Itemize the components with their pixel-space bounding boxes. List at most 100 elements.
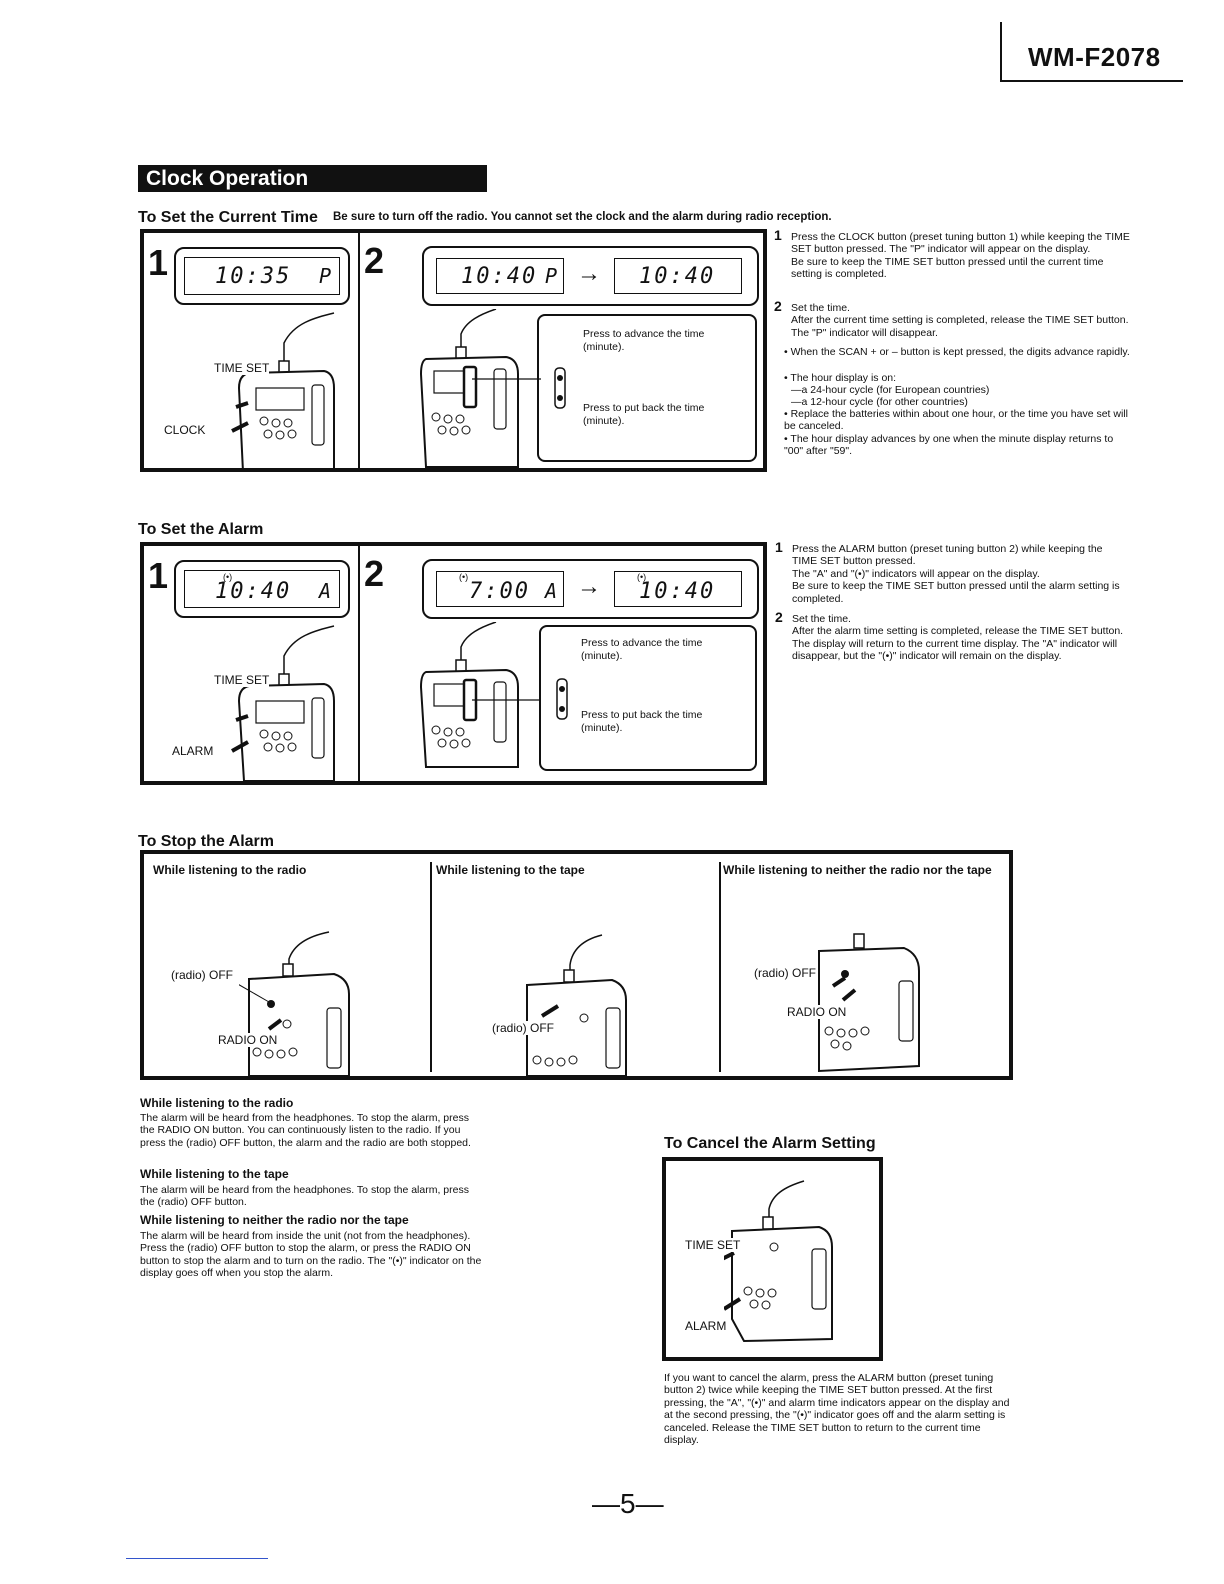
column-divider xyxy=(430,862,432,1072)
set-time-step-2: 2 Set the time. After the current time s… xyxy=(774,299,1131,339)
callout-advance-text: Press to advance the time (minute). xyxy=(581,637,703,662)
walkman-illustration xyxy=(526,934,627,1076)
lcd-display: 10:40 P xyxy=(436,258,564,294)
label-alarm: ALARM xyxy=(685,1319,727,1333)
header-rule-horizontal xyxy=(1000,80,1183,82)
header-rule-vertical xyxy=(1000,22,1002,82)
lcd-time: 10:40 xyxy=(461,264,538,289)
para-text: The alarm will be heard from inside the … xyxy=(140,1230,482,1280)
callout-advance-text: Press to advance the time (minute). xyxy=(583,328,705,353)
lcd-frame: (•) 10:40 A xyxy=(174,560,350,618)
step-text: Press the CLOCK button (preset tuning bu… xyxy=(791,231,1130,256)
model-number: WM-F2078 xyxy=(1028,42,1161,72)
set-alarm-heading: To Set the Alarm xyxy=(138,521,264,538)
lcd-indicator-p: P xyxy=(545,264,558,288)
column-heading: While listening to the radio xyxy=(153,863,307,877)
walkman-illustration xyxy=(231,625,335,781)
step-text: Set the time. xyxy=(791,302,850,314)
step-number: 2 xyxy=(775,609,783,625)
time-callout: Press to advance the time (minute). Pres… xyxy=(537,314,757,462)
lcd-time: 10:40 xyxy=(639,264,716,289)
walkman-illustration xyxy=(818,933,920,1073)
step-text: Be sure to keep the TIME SET button pres… xyxy=(792,580,1120,605)
bullet-item: • The hour display is on: xyxy=(784,372,897,384)
lcd-display: 10:40 xyxy=(614,258,742,294)
step-number: 2 xyxy=(774,298,782,314)
lcd-display: (•) 10:40 A xyxy=(184,570,340,608)
lcd-indicator-a: A xyxy=(319,579,332,603)
lcd-time: 10:40 xyxy=(215,579,292,604)
lcd-display: 10:35 P xyxy=(184,257,340,295)
set-time-panel: 1 10:35 P TIME SET CLOCK 2 10:40 P → 10:… xyxy=(140,229,767,472)
label-clock: CLOCK xyxy=(164,423,206,437)
step-text: Set the time. xyxy=(792,613,851,625)
step-text: Be sure to keep the TIME SET button pres… xyxy=(791,255,1104,281)
lcd-frame: (•) 7:00 A → (•) 10:40 xyxy=(422,559,759,619)
lcd-display: (•) 7:00 A xyxy=(436,571,564,607)
step-number: 1 xyxy=(148,555,169,596)
para-heading: While listening to the tape xyxy=(140,1167,289,1181)
cancel-alarm-panel: TIME SET ALARM xyxy=(662,1157,883,1361)
step-number: 2 xyxy=(364,240,385,281)
lcd-indicator-p: P xyxy=(319,264,332,288)
walkman-illustration xyxy=(419,309,541,468)
label-radio-off: (radio) OFF xyxy=(492,1021,555,1035)
step-number: 1 xyxy=(774,227,782,243)
column-heading: While listening to neither the radio nor… xyxy=(723,863,992,877)
label-radio-off: (radio) OFF xyxy=(171,968,234,982)
bullet-item: • Replace the batteries within about one… xyxy=(784,408,1128,433)
scan-button-icon xyxy=(556,678,568,720)
step-text: After the current time setting is comple… xyxy=(791,314,1129,339)
lcd-time: 10:35 xyxy=(215,264,292,289)
bullet-item: • The hour display advances by one when … xyxy=(784,433,1114,458)
step-text: After the alarm time setting is complete… xyxy=(792,625,1124,663)
walkman-illustration xyxy=(724,1180,833,1343)
column-divider xyxy=(719,862,721,1072)
set-alarm-step-2: 2 Set the time. After the alarm time set… xyxy=(775,610,1130,663)
section-title: Clock Operation xyxy=(138,165,487,192)
label-alarm: ALARM xyxy=(172,744,214,758)
walkman-illustration xyxy=(239,931,350,1076)
step-number: 2 xyxy=(364,553,385,594)
column-heading: While listening to the tape xyxy=(436,863,585,877)
arrow-icon: → xyxy=(577,573,601,600)
arrow-icon: → xyxy=(577,260,601,287)
alarm-indicator-icon: (•) xyxy=(459,572,469,582)
bullet-subitem: —a 12-hour cycle (for other countries) xyxy=(791,396,968,408)
panel-divider xyxy=(358,233,360,468)
lcd-frame: 10:35 P xyxy=(174,247,350,305)
page-number: —5— xyxy=(592,1488,664,1519)
set-time-heading: To Set the Current Time xyxy=(138,209,318,226)
step-text: Press the ALARM button (preset tuning bu… xyxy=(792,543,1103,568)
para-heading: While listening to neither the radio nor… xyxy=(140,1213,409,1227)
label-radio-off: (radio) OFF xyxy=(754,966,817,980)
set-time-step-1: 1 Press the CLOCK button (preset tuning … xyxy=(774,228,1131,281)
label-radio-on: RADIO ON xyxy=(787,1005,847,1019)
walkman-illustration xyxy=(231,312,335,468)
para-heading: While listening to the radio xyxy=(140,1096,294,1110)
label-radio-on: RADIO ON xyxy=(218,1033,278,1047)
bullet-subitem: —a 24-hour cycle (for European countries… xyxy=(791,384,990,396)
label-time-set: TIME SET xyxy=(214,361,270,375)
step-number: 1 xyxy=(775,539,783,555)
lcd-time: 7:00 xyxy=(469,579,530,604)
callout-back-text: Press to put back the time (minute). xyxy=(581,709,703,734)
footer-rule xyxy=(126,1558,268,1559)
lcd-time: 10:40 xyxy=(639,579,716,604)
lcd-frame: 10:40 P → 10:40 xyxy=(422,246,759,306)
scan-button-icon xyxy=(554,367,566,409)
label-time-set: TIME SET xyxy=(685,1238,741,1252)
para-text: The alarm will be heard from the headpho… xyxy=(140,1112,471,1149)
label-time-set: TIME SET xyxy=(214,673,270,687)
cancel-alarm-heading: To Cancel the Alarm Setting xyxy=(664,1135,876,1152)
stop-alarm-heading: To Stop the Alarm xyxy=(138,833,274,850)
alarm-indicator-icon: (•) xyxy=(637,572,647,582)
walkman-illustration xyxy=(419,622,541,768)
alarm-indicator-icon: (•) xyxy=(223,572,233,582)
cancel-alarm-text: If you want to cancel the alarm, press t… xyxy=(664,1372,1010,1447)
bullet-item: • When the SCAN + or – button is kept pr… xyxy=(784,346,1130,358)
step-number: 1 xyxy=(148,242,169,283)
lcd-display: (•) 10:40 xyxy=(614,571,742,607)
callout-back-text: Press to put back the time (minute). xyxy=(583,402,705,427)
set-time-note: Be sure to turn off the radio. You canno… xyxy=(333,211,832,223)
